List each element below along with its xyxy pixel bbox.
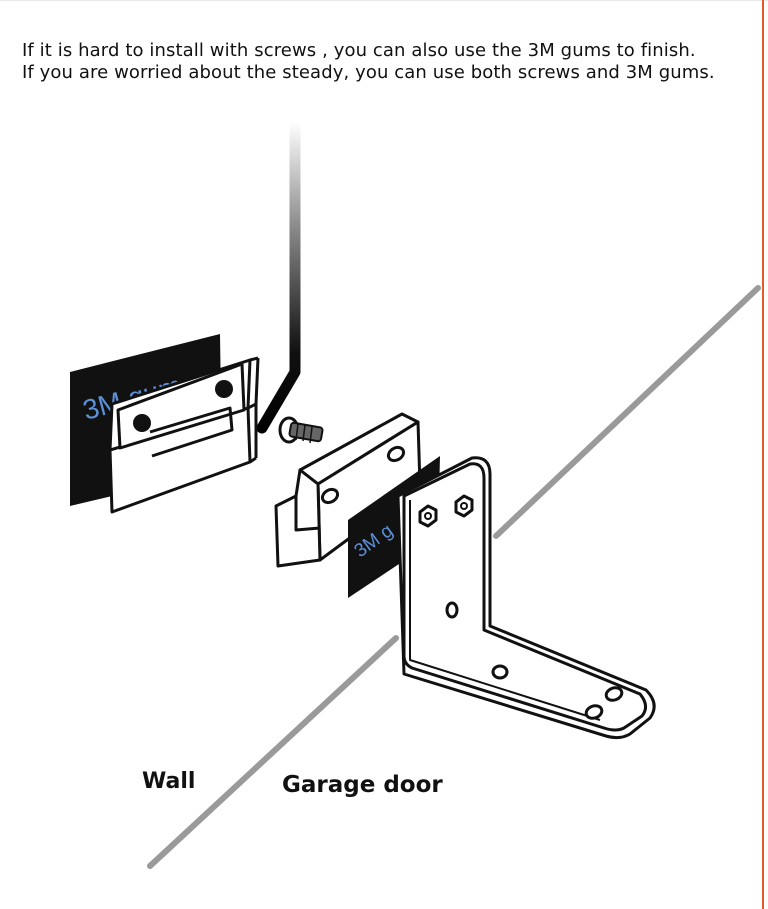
wall-label: Wall [142, 769, 195, 794]
door-sensor-hole-right [386, 445, 406, 463]
door-sensor-hole-left [320, 487, 340, 505]
bracket-hole-1 [445, 601, 459, 619]
wall-sensor-hole-left [133, 414, 151, 432]
bracket-nut-right [454, 494, 474, 518]
bracket-hole-2 [491, 664, 509, 680]
instruction-caption: If it is hard to install with screws , y… [22, 40, 715, 84]
top-border [0, 0, 768, 1]
screw [278, 416, 324, 444]
bracket-nut-left [418, 504, 438, 528]
bracket-hole-4 [584, 704, 604, 720]
right-accent-border [762, 0, 764, 909]
caption-line-1: If it is hard to install with screws , y… [22, 40, 696, 61]
sensor-cable [256, 116, 301, 434]
caption-line-2: If you are worried about the steady, you… [22, 62, 715, 83]
wall-sensor-block [108, 356, 260, 514]
garage-door-label: Garage door [282, 772, 443, 798]
l-bracket [396, 456, 656, 740]
bracket-hole-3 [604, 686, 624, 702]
door-sensor-block [274, 412, 422, 568]
garage-door-edge-line [147, 285, 761, 869]
wall-sensor-hole-right [215, 380, 233, 398]
